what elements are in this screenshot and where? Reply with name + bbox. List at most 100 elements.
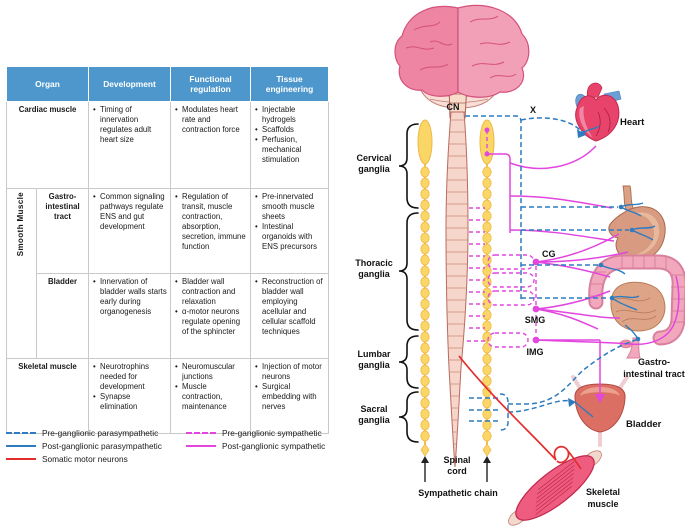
right-hemisphere <box>457 4 530 98</box>
celiac-ganglion-dot <box>532 258 540 266</box>
svg-text:intestinal tract: intestinal tract <box>623 369 685 379</box>
lumbar-brace <box>398 335 419 389</box>
parasympathetic-arrowhead-bladder <box>568 398 576 407</box>
legend-label: Somatic motor neurons <box>42 453 128 464</box>
bullet-item: Perfusion, mechanical stimulation <box>255 135 325 165</box>
table-header-row: Organ Development Functional regulation … <box>5 66 330 102</box>
legend-label: Post-ganglionic parasympathetic <box>42 440 162 451</box>
sacral-ganglia-label: Sacral ganglia <box>358 404 390 425</box>
bullet-item: Pre-innervated smooth muscle sheets <box>255 192 325 222</box>
solid-red-line-swatch <box>6 457 36 460</box>
spinal-cord-label: Spinal cord <box>443 455 470 476</box>
smooth-muscle-group-cell: Smooth Muscle <box>6 188 37 359</box>
svg-text:ganglia: ganglia <box>358 415 390 425</box>
cardiac-functional-cell: Modulates heart rate and contraction for… <box>170 101 252 189</box>
heart-illustration <box>575 82 622 142</box>
vagus-arrowhead-heart <box>577 129 586 138</box>
bullet-item: Neurotrophins needed for development <box>93 362 167 392</box>
skeletal-development-cell: Neurotrophins needed for development Syn… <box>88 358 172 434</box>
sympathetic-chain-label: Sympathetic chain <box>418 488 498 498</box>
organ-table: Organ Development Functional regulation … <box>5 66 330 434</box>
legend-item-pre-parasympathetic: Pre-ganglionic parasympathetic <box>6 428 186 438</box>
svg-text:ganglia: ganglia <box>358 164 390 174</box>
superior-mesenteric-ganglion-label: SMG <box>525 315 546 325</box>
bullet-item: Surgical embedding with nerves <box>255 382 325 412</box>
table-row-bladder: Bladder Innervation of bladder walls sta… <box>7 273 330 359</box>
lumbar-ganglia-label: Lumbar ganglia <box>357 349 391 370</box>
gi-tract-label: Gastro- intestinal tract <box>623 357 685 379</box>
svg-text:muscle: muscle <box>587 499 618 509</box>
bullet-item: Innervation of bladder walls starts earl… <box>93 277 167 317</box>
nervous-system-diagram: CN X Heart CG SMG IMG Cervical ganglia T… <box>355 4 685 526</box>
svg-text:Spinal: Spinal <box>443 455 470 465</box>
bullet-item: Common signaling pathways regulate ENS a… <box>93 192 167 232</box>
bullet-item: Timing of innervation regulates adult he… <box>93 105 167 145</box>
col-header-organ: Organ <box>5 66 90 102</box>
bullet-item: Muscle contraction, maintenance <box>175 382 247 412</box>
legend-label: Pre-ganglionic sympathetic <box>222 427 322 438</box>
svg-text:Sacral: Sacral <box>360 404 387 414</box>
sacral-brace <box>398 391 419 443</box>
dashed-blue-line-swatch <box>6 431 36 434</box>
skeletal-muscle-illustration <box>508 450 602 526</box>
bullet-item: Regulation of transit, muscle contractio… <box>175 192 247 252</box>
gi-development-cell: Common signaling pathways regulate ENS a… <box>88 188 172 274</box>
stomach-illustration <box>608 185 666 262</box>
cranial-nerve-label: CN <box>447 102 460 112</box>
legend-label: Post-ganglionic sympathetic <box>222 440 326 451</box>
gi-functional-cell: Regulation of transit, muscle contractio… <box>170 188 252 274</box>
sympathetic-chain-left <box>417 119 433 457</box>
svg-text:Cervical: Cervical <box>356 153 391 163</box>
organ-cell-skeletal: Skeletal muscle <box>5 358 90 434</box>
heart-label: Heart <box>620 117 645 128</box>
legend-item-somatic-motor: Somatic motor neurons <box>6 454 186 464</box>
cardiac-development-cell: Timing of innervation regulates adult he… <box>88 101 172 189</box>
skeletal-tissue-cell: Injection of motor neurons Surgical embe… <box>250 358 330 434</box>
celiac-ganglion-label: CG <box>542 249 556 259</box>
organ-cell-gi: Gastro-intestinal tract <box>35 188 90 274</box>
dashed-magenta-line-swatch <box>186 431 216 434</box>
bladder-label: Bladder <box>626 419 662 430</box>
vagus-x-label: X <box>530 105 536 115</box>
legend-label: Pre-ganglionic parasympathetic <box>42 427 159 438</box>
col-header-tissue-engineering: Tissue engineering <box>250 66 330 102</box>
thoracic-brace <box>398 212 419 331</box>
svg-text:cord: cord <box>447 466 467 476</box>
gi-tissue-cell: Pre-innervated smooth muscle sheets Inte… <box>250 188 330 274</box>
table-row-cardiac: Cardiac muscle Timing of innervation reg… <box>5 101 330 189</box>
spinal-cord-illustration <box>445 111 469 468</box>
bullet-item: Synapse elimination <box>93 392 167 412</box>
table-row-gi: Smooth Muscle Gastro-intestinal tract Co… <box>6 188 330 359</box>
legend-item-post-parasympathetic: Post-ganglionic parasympathetic <box>6 441 186 451</box>
inferior-mesenteric-ganglion-label: IMG <box>527 347 544 357</box>
col-header-functional-regulation: Functional regulation <box>170 66 252 102</box>
bladder-development-cell: Innervation of bladder walls starts earl… <box>88 273 172 359</box>
svg-text:Skeletal: Skeletal <box>586 487 620 497</box>
solid-magenta-line-swatch <box>186 444 216 447</box>
cervical-ganglia-label: Cervical ganglia <box>356 153 391 174</box>
table-row-skeletal: Skeletal muscle Neurotrophins needed for… <box>5 358 330 434</box>
svg-text:Lumbar: Lumbar <box>357 349 391 359</box>
post-ganglionic-sympathetic-lines <box>487 145 680 397</box>
thoracic-ganglia-label: Thoracic ganglia <box>355 258 393 279</box>
col-header-development: Development <box>88 66 172 102</box>
bullet-item: Intestinal organoids with ENS precursors <box>255 222 325 252</box>
bullet-item: α-motor neurons regulate opening of the … <box>175 307 247 337</box>
bullet-item: Injectable hydrogels <box>255 105 325 125</box>
bullet-item: Neuromuscular junctions <box>175 362 247 382</box>
inferior-mesenteric-ganglion-dot <box>532 336 540 344</box>
bullet-item: Modulates heart rate and contraction for… <box>175 105 247 135</box>
svg-text:Thoracic: Thoracic <box>355 258 393 268</box>
skeletal-muscle-label: Skeletal muscle <box>586 487 620 509</box>
sympathetic-ganglion-dots <box>484 127 540 344</box>
pre-ganglionic-parasympathetic-lines <box>465 115 637 431</box>
skeletal-functional-cell: Neuromuscular junctions Muscle contracti… <box>170 358 252 434</box>
brain-gyri <box>405 15 517 79</box>
bullet-item: Bladder wall contraction and relaxation <box>175 277 247 307</box>
intestine-illustration <box>588 254 685 359</box>
svg-text:ganglia: ganglia <box>358 360 390 370</box>
pointer-arrows <box>421 456 491 482</box>
cervical-brace <box>398 123 419 209</box>
bullet-item: Reconstruction of bladder wall employing… <box>255 277 325 337</box>
